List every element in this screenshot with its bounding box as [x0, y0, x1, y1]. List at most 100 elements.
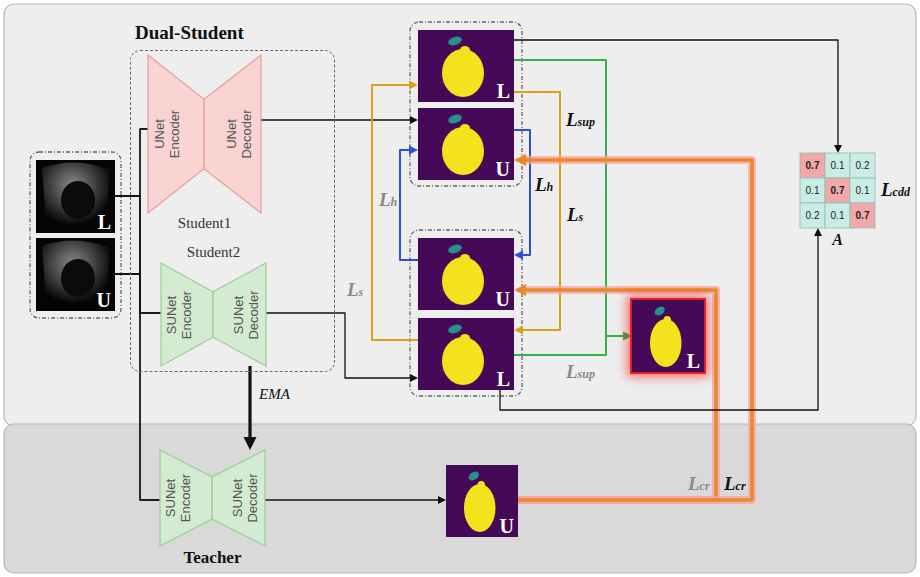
network-label: Student2 [187, 244, 240, 261]
arrowheads [514, 251, 523, 260]
connector-line [514, 336, 627, 355]
arrowhead [514, 284, 526, 296]
arrowhead [438, 496, 446, 504]
arrowheads [410, 116, 418, 124]
arrowhead [834, 145, 842, 153]
image-letter: L [497, 81, 510, 101]
hard-loss-line [514, 130, 530, 260]
output-arrow [265, 496, 446, 504]
ground-truth-mask: L [632, 300, 704, 372]
soft-loss-line [372, 81, 418, 341]
mask-background [418, 108, 514, 180]
decoder-block: SUNet Decoder [212, 450, 265, 546]
edge-label: EMA [259, 386, 290, 403]
connector-line [115, 274, 160, 500]
student-network: Student2SUNet EncoderSUNet Decoder [161, 263, 266, 366]
prediction-mask: U [418, 108, 514, 180]
connector-line [115, 129, 148, 274]
image-background [36, 238, 115, 311]
arrowheads [410, 374, 418, 382]
trapezoid-outline [204, 55, 261, 213]
arrowheads [514, 154, 526, 166]
mask-region [447, 113, 463, 125]
arrowheads [623, 332, 632, 341]
input-line [115, 129, 148, 274]
mask-region [460, 46, 470, 54]
block-label: UNet Encoder [153, 103, 183, 165]
loss-label: Ls [347, 280, 363, 299]
arrowheads [514, 326, 523, 335]
hard-loss-line [400, 146, 418, 261]
arrowhead [623, 332, 632, 341]
teacher-network: TeacherSUNet EncoderSUNet Decoder [160, 450, 265, 546]
dark-region [61, 181, 95, 219]
image-letter: L [687, 351, 700, 371]
loss-label: Lcdd [881, 180, 910, 199]
mask-background [418, 318, 514, 390]
connector-line [518, 290, 716, 500]
mask-region [460, 334, 470, 342]
student2-output-outline [410, 230, 522, 396]
connector-line [266, 313, 413, 378]
network-label: Teacher [184, 548, 242, 568]
connector-line [400, 150, 418, 260]
matrix-cell [825, 153, 850, 178]
loss-label: Lh [379, 190, 397, 209]
connector-line [265, 499, 441, 500]
block-label: SUNet Encoder [164, 467, 194, 529]
matrix-value: 0.1 [825, 153, 850, 178]
mask-background [446, 465, 518, 537]
student-network: Student1UNet EncoderUNet Decoder [148, 55, 261, 213]
mask-region [442, 49, 484, 97]
mask-region [447, 35, 463, 47]
input-group-outline [30, 152, 121, 318]
trapezoid-outline [213, 263, 266, 366]
matrix-label: A [800, 231, 875, 249]
image-background [36, 160, 115, 233]
loss-label: Lsup [566, 362, 595, 381]
matrix-arrow [514, 40, 842, 153]
arrowheads [834, 145, 842, 153]
connector-line [514, 92, 560, 330]
prediction-mask: L [418, 318, 514, 390]
trapezoid-outline [161, 263, 213, 366]
decoder-block: UNet Decoder [204, 55, 261, 213]
dual-student-box: Dual-StudentStudent1UNet EncoderUNet Dec… [130, 50, 335, 372]
dark-region [61, 259, 95, 297]
arrowhead [409, 146, 418, 155]
loss-label: Lcr [724, 474, 746, 493]
matrix-value: 0.1 [800, 178, 825, 203]
arrowhead [814, 228, 822, 236]
decoder-block: SUNet Decoder [213, 263, 266, 366]
connector-line [372, 85, 418, 340]
mask-region [460, 254, 470, 262]
mask-region [447, 323, 463, 335]
input-image: L [36, 160, 115, 233]
block-label: UNet Decoder [226, 103, 256, 165]
student1-output-outline [410, 22, 522, 186]
loss-label: Ls [567, 205, 583, 224]
loss-label: Lsup [566, 110, 595, 129]
trapezoid-outline [148, 55, 204, 213]
mask-region [447, 243, 463, 255]
arrowheads [409, 81, 418, 90]
arrowhead [514, 326, 523, 335]
mask-background [632, 300, 704, 372]
supervised-loss-line [514, 60, 632, 341]
arrowhead [623, 332, 632, 341]
matrix-cell [850, 153, 875, 178]
connector-glow [518, 160, 752, 500]
image-letter: U [496, 289, 510, 309]
connector-line [261, 119, 413, 120]
input-image: U [36, 238, 115, 311]
connector-line [115, 196, 161, 313]
mask-background [418, 238, 514, 310]
mask-region [478, 481, 486, 489]
connector-line [248, 366, 251, 442]
trapezoid-outline [212, 450, 265, 546]
arrowheads [409, 146, 418, 155]
student-panel [4, 4, 916, 426]
